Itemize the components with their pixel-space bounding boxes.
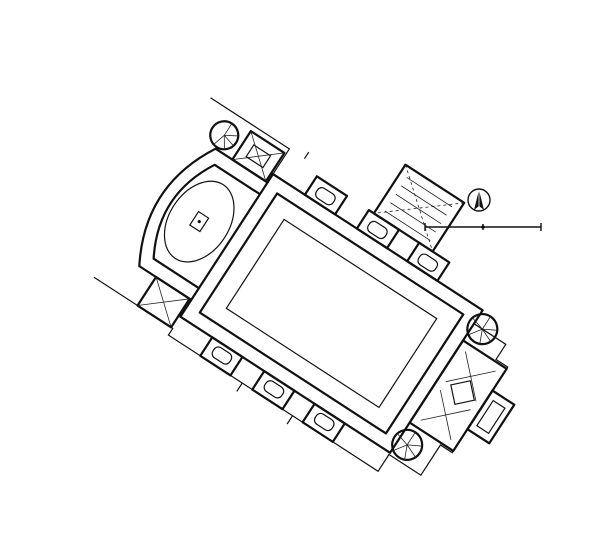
east-sanctuary (408, 339, 508, 453)
door-ticks (236, 151, 310, 425)
scale-bar-icon (424, 223, 542, 231)
east-stair-bottom (391, 428, 424, 461)
side-chapel-row-top (303, 175, 451, 282)
west-rotunda (138, 147, 269, 301)
north-arrow-icon (467, 188, 491, 212)
west-stair (209, 120, 286, 183)
main-hall (179, 172, 484, 454)
building-plan (93, 97, 516, 477)
outer-boundary (93, 97, 509, 477)
side-chapel-row-bottom (199, 336, 346, 443)
north-annex (372, 163, 466, 253)
west-lower-bay (136, 275, 191, 329)
